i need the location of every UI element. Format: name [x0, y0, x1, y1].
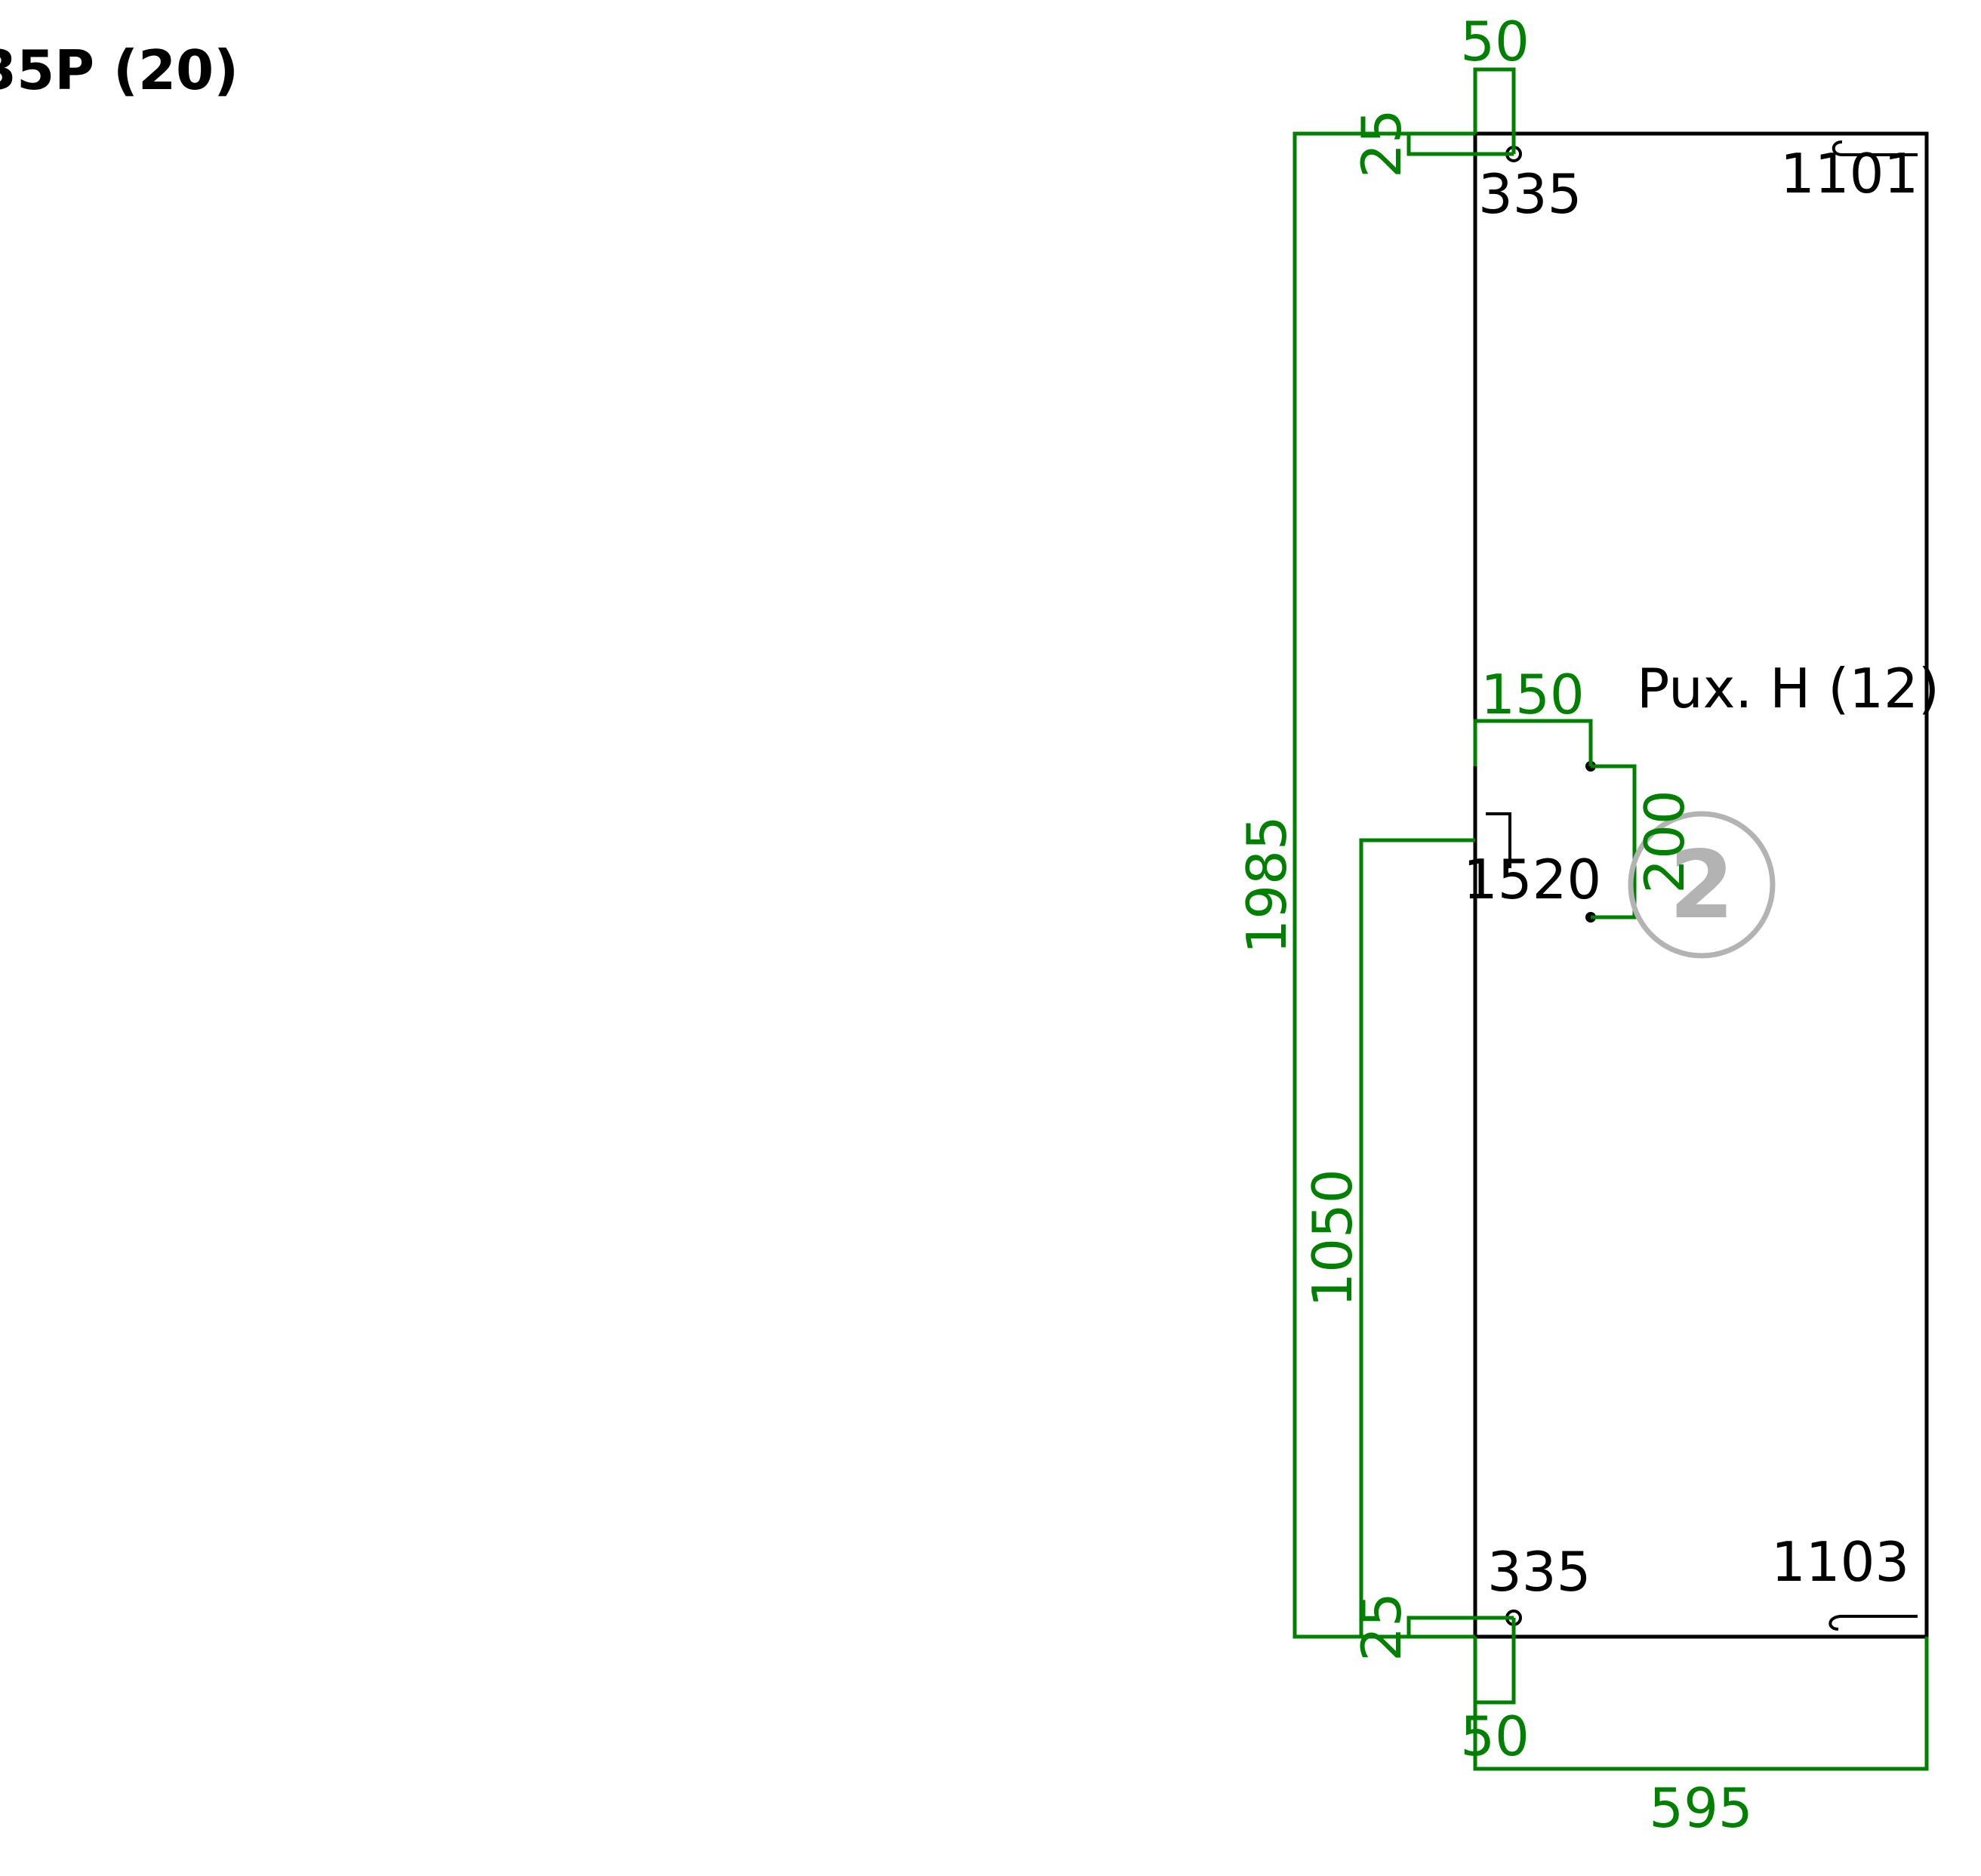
label-bottom-right: 1103	[1771, 1530, 1909, 1594]
dim-line-handle-span	[1591, 764, 1637, 920]
dim-handle-offset: 150	[1480, 663, 1584, 726]
dim-handle-height: 1050	[1301, 1169, 1364, 1307]
dim-line-bottom-width	[1473, 1618, 1516, 1705]
panel-number-badge: 2	[1628, 811, 1776, 959]
dim-bottom-width: 50	[1460, 1705, 1530, 1768]
label-bottom-left: 335	[1487, 1540, 1591, 1603]
label-top-right: 1101	[1780, 142, 1918, 205]
handle-bracket-mark	[1486, 812, 1511, 868]
dim-handle-span: 200	[1633, 790, 1696, 893]
dim-total-height: 1985	[1235, 815, 1299, 953]
dim-line-bottom-offset	[1406, 1616, 1514, 1639]
dim-line-handle-height	[1359, 838, 1475, 1637]
dim-line-total-height	[1292, 131, 1475, 1639]
panel-title: Pux. H (12)	[1637, 657, 1939, 720]
dim-line-panel-width	[1473, 1637, 1929, 1771]
dim-top-width: 50	[1460, 10, 1530, 73]
header-label: 35P (20)	[0, 39, 239, 102]
fitting-mark-bottom-right	[1828, 1615, 1918, 1631]
label-top-left: 335	[1478, 162, 1582, 226]
dim-line-handle-offset	[1473, 719, 1593, 766]
dim-line-top-offset	[1406, 131, 1514, 156]
fitting-mark-top-right	[1832, 140, 1918, 156]
dim-bottom-offset: 25	[1350, 1592, 1413, 1662]
dim-panel-width: 595	[1649, 1776, 1752, 1840]
panel-outline	[1473, 131, 1929, 1639]
dim-top-offset: 25	[1350, 109, 1413, 178]
dim-line-top-width	[1473, 67, 1516, 154]
label-middle: 1520	[1463, 848, 1601, 911]
panel-number: 2	[1669, 831, 1734, 940]
